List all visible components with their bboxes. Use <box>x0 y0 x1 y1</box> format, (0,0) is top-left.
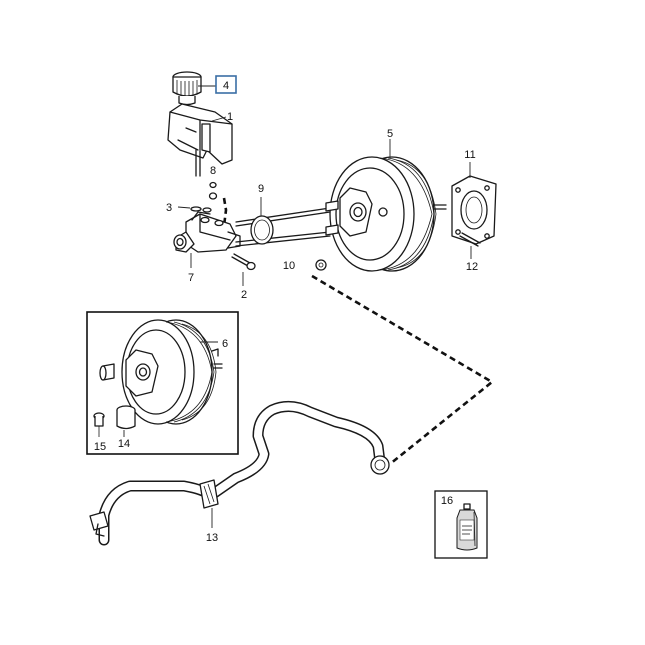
callout-5: 5 <box>387 128 393 140</box>
fluid-reservoir[interactable] <box>167 103 233 177</box>
callout-11: 11 <box>464 149 475 161</box>
callout-14: 14 <box>118 438 130 450</box>
reservoir-cap[interactable] <box>172 71 216 106</box>
callout-4-box <box>215 75 237 94</box>
gasket-part-9[interactable] <box>250 197 274 245</box>
dash-connector-top <box>222 197 228 227</box>
callout-8: 8 <box>210 165 216 177</box>
callout-4: 4 <box>223 80 229 92</box>
callout-13: 13 <box>206 532 218 544</box>
bolt-part-2[interactable] <box>231 253 256 286</box>
o-ring-part-3[interactable] <box>177 206 212 213</box>
callout-10: 10 <box>283 260 295 272</box>
callout-6: 6 <box>222 338 228 350</box>
callout-15: 15 <box>94 441 106 453</box>
dash-connector-hose <box>311 274 495 466</box>
callout-3: 3 <box>166 202 172 214</box>
clip-part-15[interactable] <box>93 412 105 437</box>
callout-16: 16 <box>441 495 453 507</box>
pin-part-12[interactable] <box>459 232 481 259</box>
booster-stud-rods <box>235 207 331 247</box>
mounting-plate-part-11[interactable] <box>451 162 497 245</box>
seal-part-8[interactable] <box>208 181 218 200</box>
brake-fluid-bottle[interactable] <box>456 503 478 551</box>
callout-1: 1 <box>227 111 233 123</box>
callout-12: 12 <box>466 261 478 273</box>
master-cylinder[interactable] <box>173 211 241 268</box>
callout-9: 9 <box>258 183 264 195</box>
brake-booster[interactable] <box>325 139 447 272</box>
callout-2: 2 <box>241 289 247 301</box>
check-valve-part-14[interactable] <box>116 405 136 437</box>
booster-variant-part-6[interactable] <box>99 319 223 425</box>
callout-7: 7 <box>188 272 194 284</box>
vacuum-hose[interactable] <box>89 401 390 546</box>
fitting-part-10[interactable] <box>315 259 327 271</box>
